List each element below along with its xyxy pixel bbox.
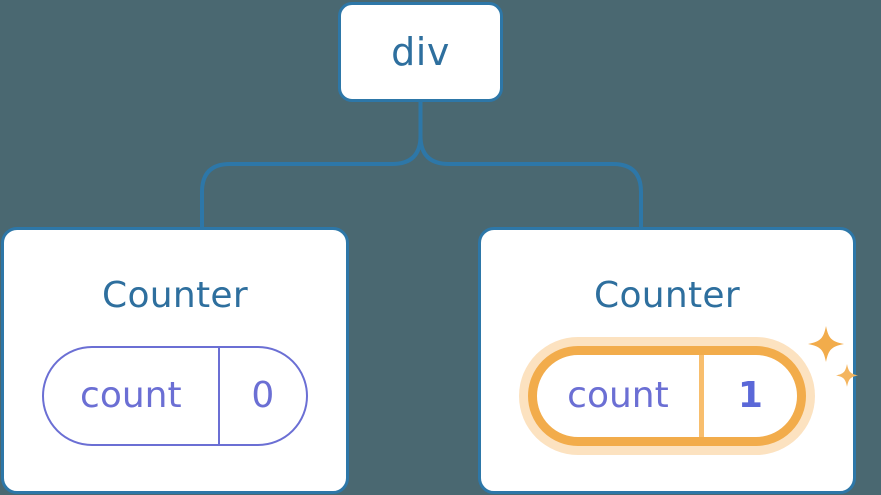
node-counter-left[interactable]: Counter count 0 — [1, 227, 349, 494]
state-pill-left[interactable]: count 0 — [42, 346, 308, 446]
node-counter-right-label: Counter — [594, 275, 740, 316]
edge-to-left-counter — [200, 100, 423, 234]
state-pill-divider-left — [217, 348, 220, 444]
sparkle-group — [808, 326, 858, 387]
state-pill-right[interactable]: count 1 — [528, 346, 806, 446]
edge-to-right-counter — [418, 100, 643, 234]
node-div-label: div — [391, 30, 450, 74]
node-counter-left-label: Counter — [102, 275, 248, 316]
state-pill-divider-right — [698, 355, 704, 437]
state-pill-wrapper-left: count 0 — [42, 346, 308, 446]
state-key-right: count — [567, 375, 669, 416]
state-value-left: 0 — [251, 375, 275, 416]
node-div[interactable]: div — [338, 2, 503, 102]
state-value-right: 1 — [737, 375, 763, 416]
node-counter-right[interactable]: Counter count 1 — [478, 227, 858, 494]
sparkle-large-icon — [808, 326, 844, 362]
state-key-left: count — [80, 375, 182, 416]
sparkle-small-icon — [836, 364, 858, 387]
state-pill-wrapper-right: count 1 — [528, 326, 858, 446]
